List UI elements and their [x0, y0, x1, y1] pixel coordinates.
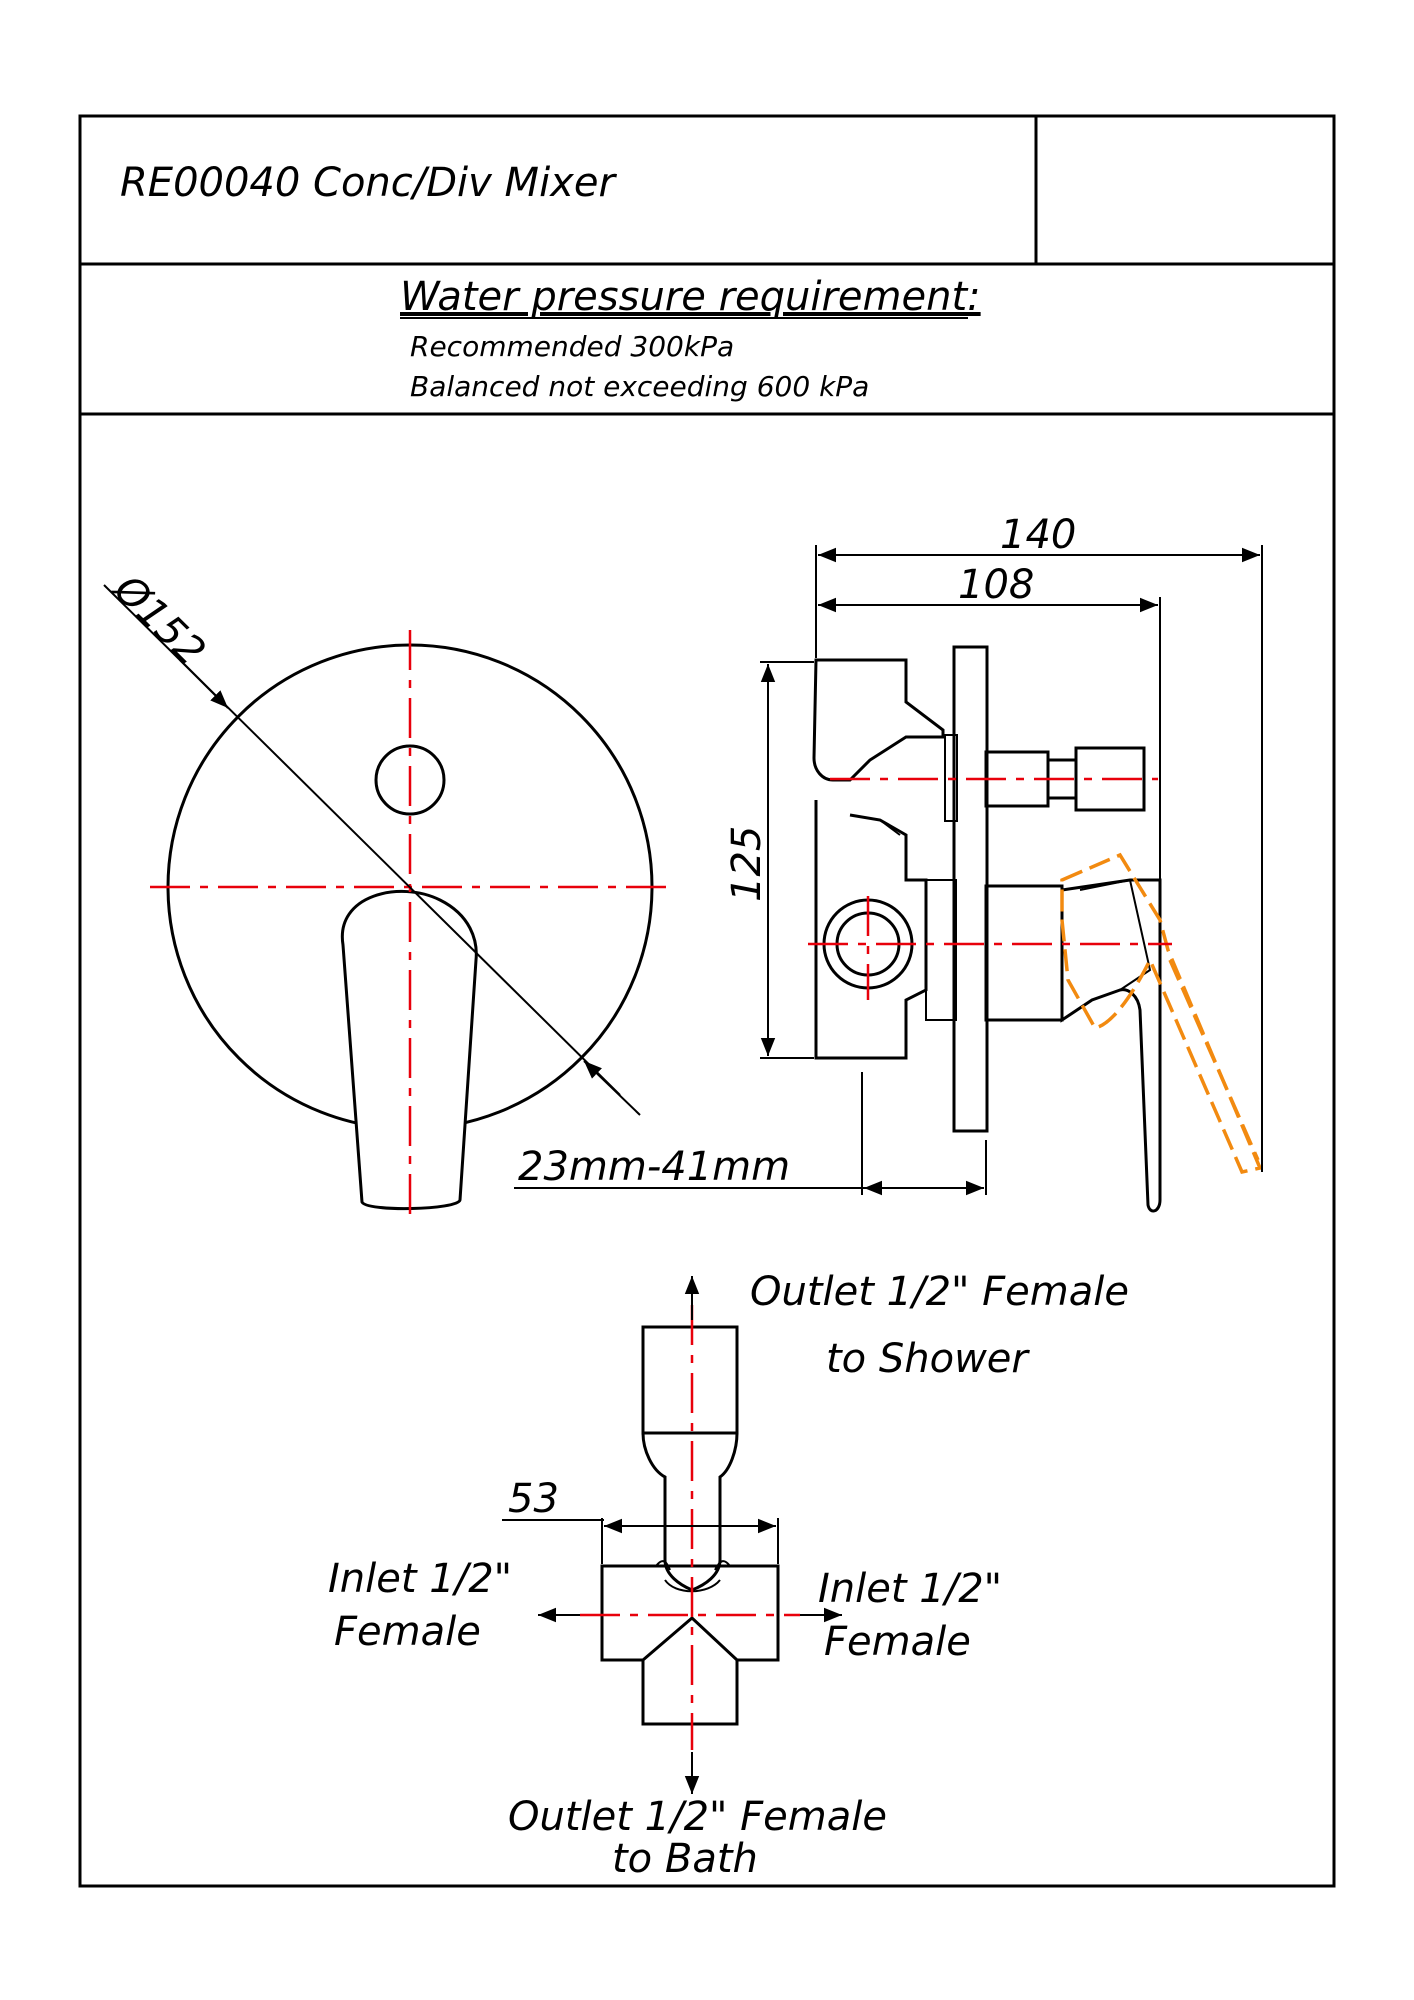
diameter-arrow-2: [583, 1060, 641, 1116]
dim-108-label: 108: [958, 562, 1034, 608]
valve-body: [812, 658, 945, 782]
inlet-right-label-2: Female: [824, 1619, 971, 1665]
inlet-right-label-1: Inlet 1/2": [818, 1566, 1002, 1612]
side-lever: [1060, 878, 1162, 1213]
side-lever-detail: [1079, 878, 1152, 991]
outlet-bath-label-1: Outlet 1/2" Female: [508, 1794, 887, 1840]
drawing-title: RE00040 Conc/Div Mixer: [120, 160, 617, 206]
title-block: RE00040 Conc/Div Mixer Water pressure re…: [78, 114, 1336, 1888]
diverter-knob-side: [1074, 746, 1146, 812]
dim-140-label: 140: [1000, 512, 1076, 558]
front-view: Ø152: [103, 565, 670, 1218]
outlet-bath-label-2: to Bath: [612, 1836, 758, 1882]
top-view: 53 Outlet 1/2" Female to Shower Inlet 1/…: [328, 1269, 1129, 1882]
pressure-maximum: Balanced not exceeding 600 kPa: [410, 370, 869, 403]
diverter-flange: [944, 734, 958, 822]
inlet-left-label-1: Inlet 1/2": [328, 1556, 512, 1602]
bath-outlet-chevron: [642, 1615, 739, 1662]
body-neck-curve-left: [655, 1560, 671, 1571]
diverter-knob: [374, 744, 446, 816]
pressure-heading: Water pressure requirement:: [400, 274, 981, 320]
outlet-shower-label-1: Outlet 1/2" Female: [750, 1269, 1129, 1315]
body-cross: [600, 1564, 780, 1726]
diameter-label: Ø152: [104, 565, 214, 675]
dim-53-label: 53: [508, 1476, 559, 1522]
sheet-border: [78, 114, 1336, 1888]
shower-outlet-port: [641, 1325, 739, 1435]
pressure-recommended: Recommended 300kPa: [410, 330, 734, 363]
side-view: 140 108 125 23mm-41mm: [514, 512, 1263, 1213]
diameter-arrow-1: [179, 659, 229, 709]
dim-125-label: 125: [724, 826, 770, 902]
side-cover-plate: [952, 645, 989, 1133]
dim-wall-label: 23mm-41mm: [518, 1144, 790, 1190]
valve-body-step: [879, 819, 901, 836]
cartridge-sleeve: [925, 879, 957, 1021]
handle-travel-line: [1168, 959, 1260, 1161]
cartridge-body: [984, 884, 1064, 1022]
inlet-left-label-2: Female: [334, 1609, 481, 1655]
outlet-shower-label-2: to Shower: [826, 1336, 1030, 1382]
body-neck-curve-right: [714, 1560, 731, 1571]
